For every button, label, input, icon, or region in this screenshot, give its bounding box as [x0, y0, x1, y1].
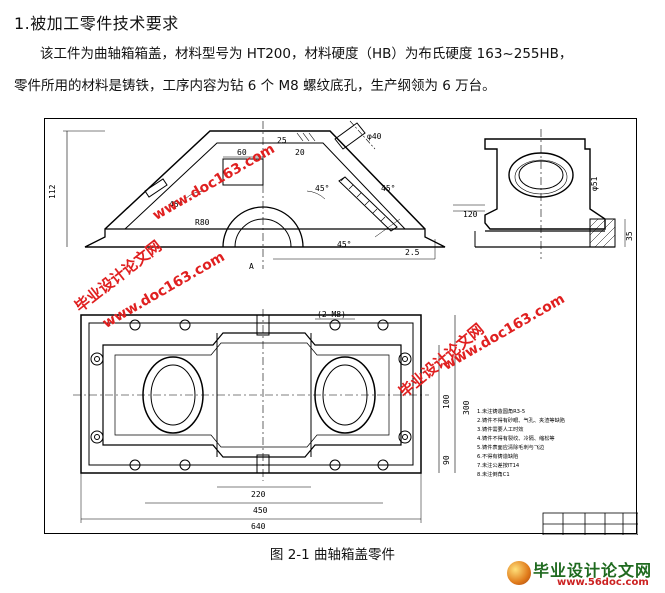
dim-r80: R80 [195, 218, 210, 227]
drawing-svg: 60 20 25 φ40 45° 45° 45° 45° R80 112 A 2… [48, 120, 638, 535]
figure-caption: 图 2-1 曲轴箱盖零件 [269, 547, 396, 563]
footer-logo-text: 毕业设计论文网 [533, 561, 653, 580]
note-6: 6.不得有铸造缺陷 [477, 452, 518, 460]
side-view [453, 129, 626, 259]
note-8: 8.未注倒角C1 [477, 470, 510, 478]
dim-25: 25 [277, 136, 287, 145]
dim-90: 90 [442, 455, 451, 465]
footer-logo: 毕业设计论文网 www.56doc.com [505, 557, 660, 591]
dim-20: 20 [295, 148, 305, 157]
footer-logo-url: www.56doc.com [557, 577, 649, 588]
dim-60: 60 [237, 148, 247, 157]
note-7: 7.未注公差按IT14 [477, 461, 520, 469]
angle-45-c: 45° [337, 240, 351, 249]
note-1: 1.未注铸造圆角R3-5 [477, 407, 525, 415]
dim-35: 35 [625, 231, 634, 241]
dim-120: 120 [463, 210, 478, 219]
paragraph-2: 零件所用的材料是铸铁，工序内容为钻 6 个 M8 螺纹底孔，生产纲领为 6 万台… [14, 78, 496, 94]
dim-100: 100 [442, 394, 451, 409]
section-heading: 1.被加工零件技术要求 [14, 14, 179, 33]
paragraph-1: 该工件为曲轴箱箱盖，材料型号为 HT200，材料硬度（HB）为布氏硬度 163~… [40, 46, 573, 62]
note-4: 4.铸件不得有裂纹、冷隔、缩松等 [477, 434, 555, 442]
title-block [542, 512, 638, 535]
dim-640: 640 [251, 522, 266, 531]
dim-112: 112 [48, 184, 57, 199]
engineering-drawing: 60 20 25 φ40 45° 45° 45° 45° R80 112 A 2… [44, 118, 638, 535]
angle-45-b: 45° [315, 184, 329, 193]
dim-450: 450 [253, 506, 268, 515]
logo-ball-icon [507, 561, 531, 585]
note-5: 5.铸件表面应清除毛刺与飞边 [477, 443, 545, 451]
note-2: 2.铸件不得有砂眼、气孔、夹渣等缺陷 [477, 416, 565, 424]
top-view [73, 309, 456, 523]
section-marker: A [249, 262, 254, 271]
dim-d51: φ51 [590, 176, 599, 191]
dim-d40: φ40 [367, 132, 382, 141]
note-3: 3.铸件需要人工时效 [477, 425, 524, 433]
dim-2-5: 2.5 [405, 248, 420, 257]
dim-220: 220 [251, 490, 266, 499]
angle-45-a: 45° [169, 200, 183, 209]
angle-45-d: 45° [381, 184, 395, 193]
dim-2-m8: (2-M8) [317, 310, 346, 319]
dim-300: 300 [462, 400, 471, 415]
front-view [63, 120, 446, 269]
